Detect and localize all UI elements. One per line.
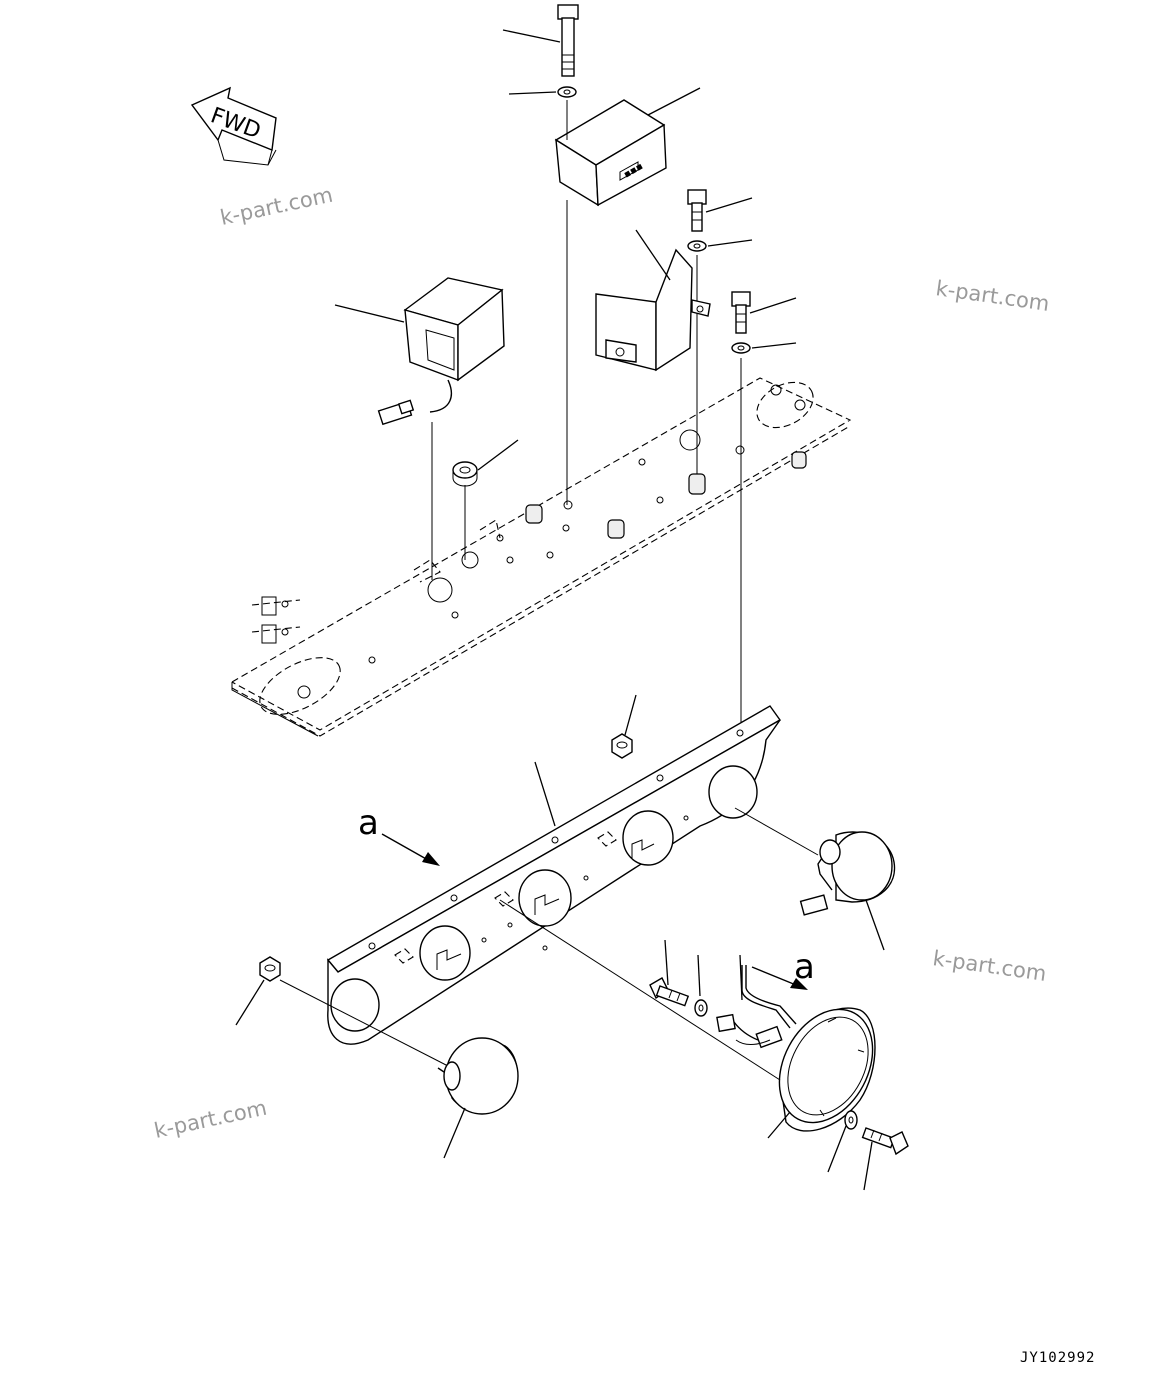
drawing-number: JY102992 [1020,1350,1095,1366]
bolt-bottom [649,977,690,1007]
work-lamp [377,277,505,426]
lamp-bracket [326,705,782,1045]
view-marker-right: a [794,947,815,987]
long-bolt [557,4,579,77]
fwd-direction-arrow: FWD [190,86,277,166]
round-lamp-left-lower [437,1037,519,1115]
bolt-2 [687,189,707,232]
mounting-plate [231,377,852,737]
cover-bracket [595,248,711,372]
bolt-bottom-right [861,1127,909,1156]
view-marker-left: a [358,803,379,843]
watermark-2: k-part.com [934,276,1051,316]
watermark-4: k-part.com [152,1096,269,1143]
round-lamp-right-upper [799,831,896,916]
control-box: ▪▪▪ [554,99,667,207]
watermark-1: k-part.com [218,183,335,230]
grommet [452,461,478,487]
nut-top [611,733,633,759]
rear-lamp [716,965,876,1132]
bolt-3 [731,291,751,334]
watermark-3: k-part.com [931,946,1048,986]
nut-left [259,956,281,982]
